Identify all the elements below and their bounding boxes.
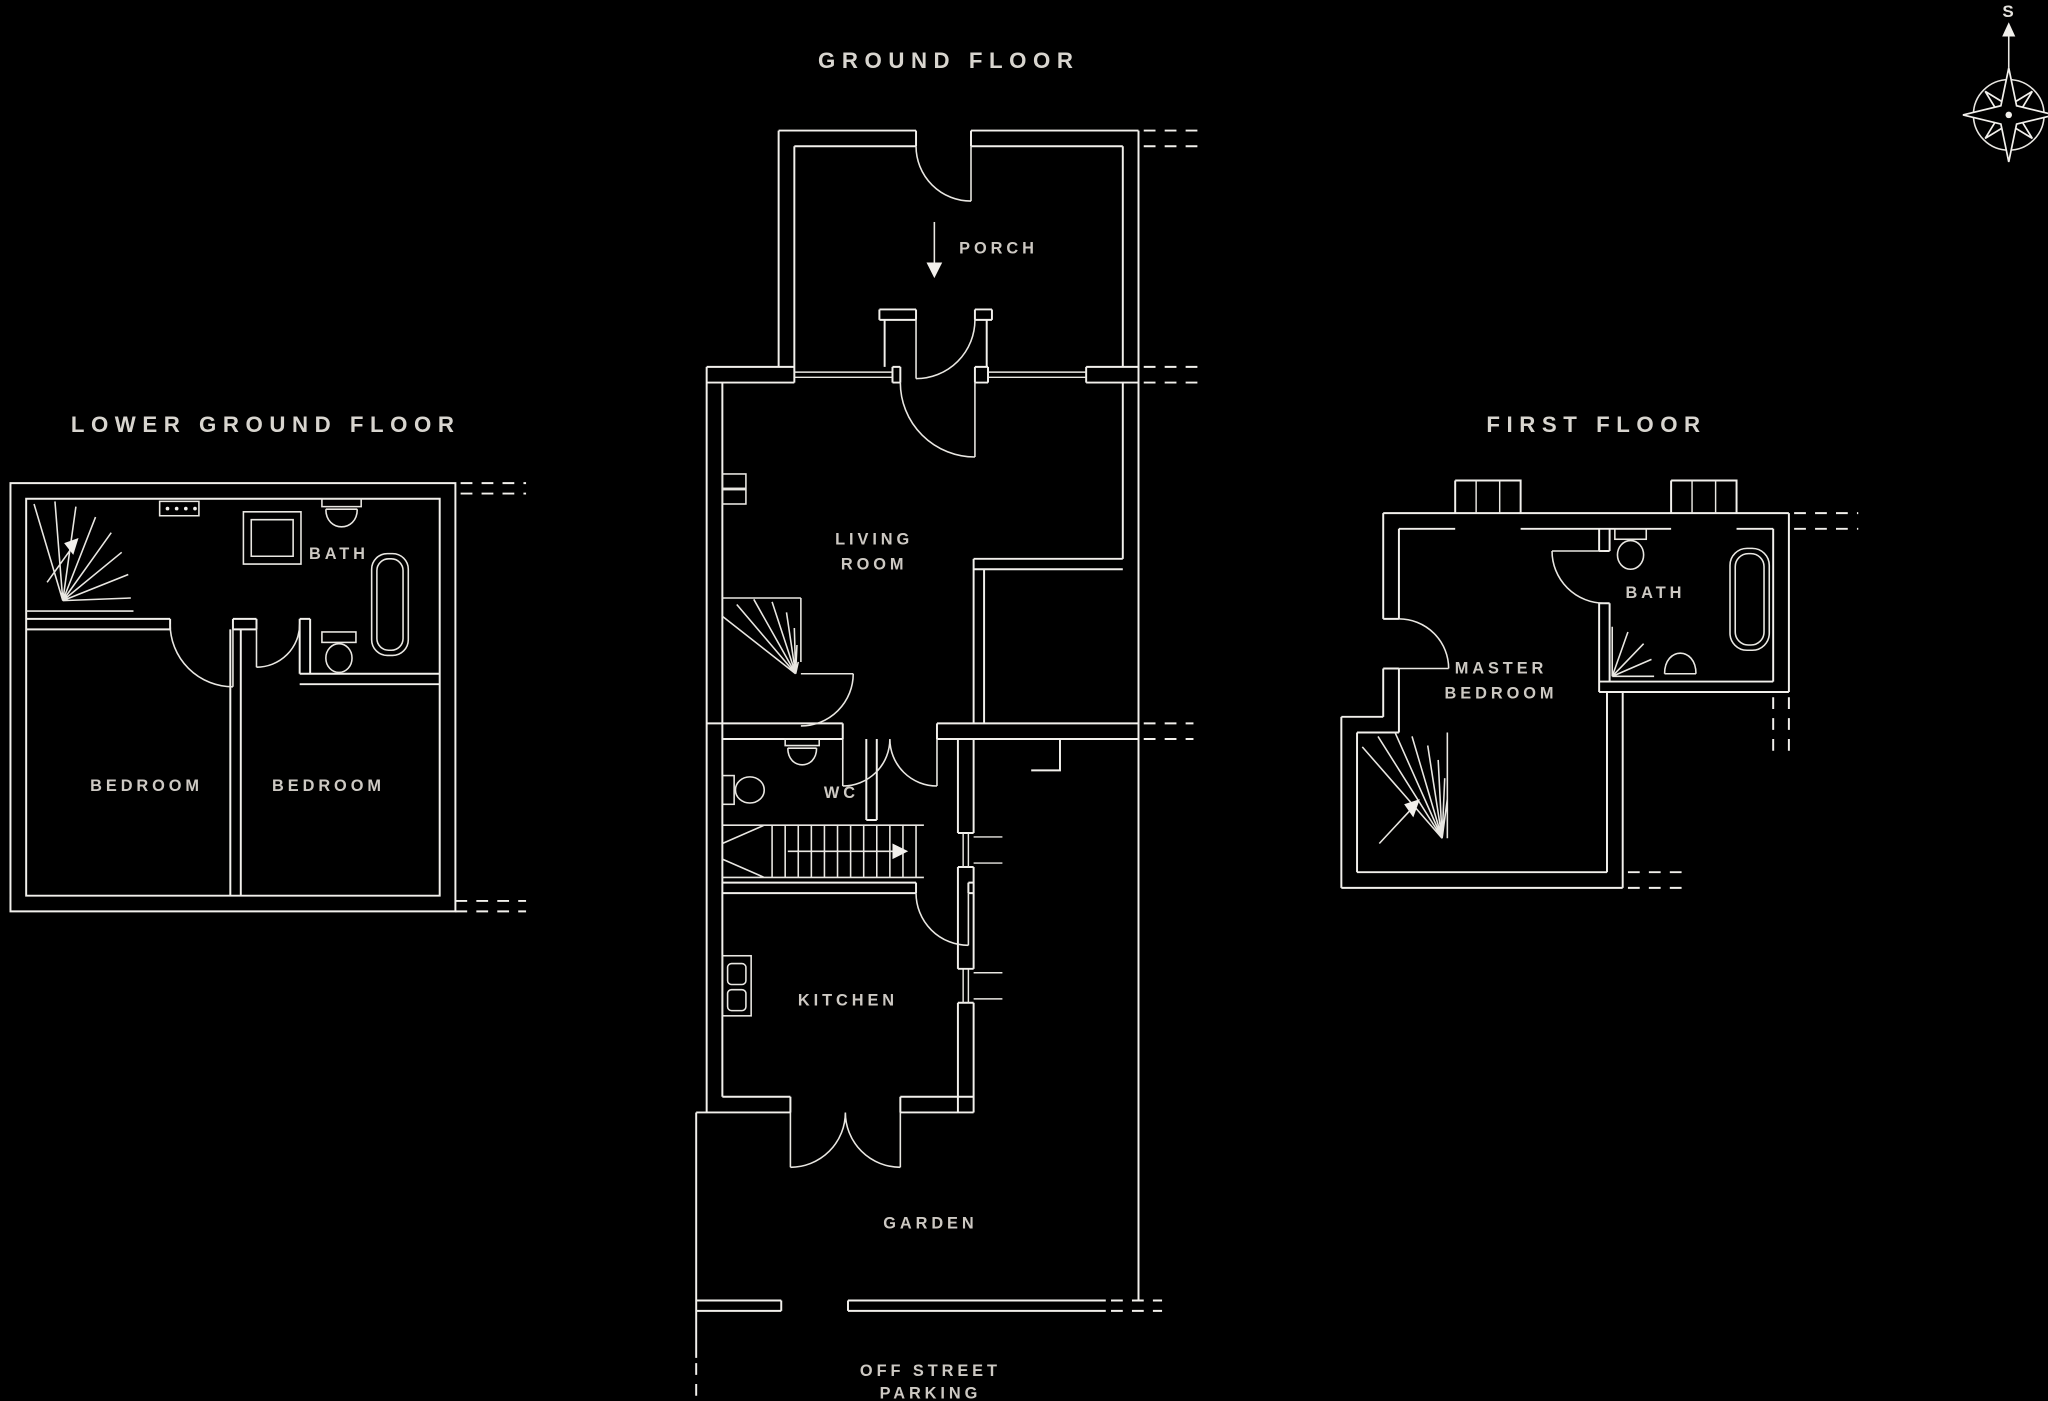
first-floor-walls xyxy=(1340,479,1790,889)
bathtub-icon xyxy=(1729,547,1771,652)
ground-floor-title: GROUND FLOOR xyxy=(818,48,1079,73)
compass-arrowhead xyxy=(2002,22,2016,37)
label-master-line2: BEDROOM xyxy=(1445,685,1558,703)
fireplace-flue-icon xyxy=(721,473,747,505)
label-porch: PORCH xyxy=(959,239,1038,257)
ground-floor-plan: GROUND FLOOR xyxy=(695,48,1198,1401)
ground-floor-walls xyxy=(695,129,1140,1358)
toilet-icon xyxy=(1614,528,1648,571)
stair-direction-arrowhead xyxy=(892,843,909,860)
stair-direction-arrowhead xyxy=(1404,799,1420,818)
door-arcs xyxy=(169,624,301,688)
label-bath-lower: BATH xyxy=(309,545,369,563)
lower-ground-party-wall-dashed xyxy=(455,482,527,913)
spiral-stairs-icon xyxy=(1361,732,1449,845)
first-floor-plan: FIRST FLOOR MASTER BEDROOM BATH xyxy=(1340,412,1859,889)
staircase-icon xyxy=(26,501,134,612)
label-parking-line2: PARKING xyxy=(880,1384,982,1401)
label-living-line2: ROOM xyxy=(841,555,908,573)
label-kitchen: KITCHEN xyxy=(798,991,898,1009)
label-bath-first: BATH xyxy=(1625,584,1685,602)
toilet-icon xyxy=(321,631,357,674)
toilet-icon xyxy=(721,774,766,806)
compass-south-label: S xyxy=(2002,2,2015,21)
door-arcs xyxy=(1398,550,1605,670)
vent-strip-icon xyxy=(158,500,200,517)
sink-icon xyxy=(784,738,820,766)
sink-icon xyxy=(1663,652,1697,675)
entrance-arrowhead xyxy=(926,262,943,279)
windows xyxy=(794,371,1087,1003)
spiral-stairs-icon xyxy=(721,597,802,675)
windows xyxy=(1475,480,1717,514)
bathtub-icon xyxy=(370,552,410,657)
label-parking-line1: OFF STREET xyxy=(860,1362,1001,1380)
label-master-line1: MASTER xyxy=(1455,660,1548,678)
compass-center-dot xyxy=(2005,111,2013,119)
label-bedroom-left: BEDROOM xyxy=(90,777,203,795)
first-floor-title: FIRST FLOOR xyxy=(1486,412,1706,437)
lower-ground-floor-title: LOWER GROUND FLOOR xyxy=(71,412,461,437)
door-arcs xyxy=(789,146,976,1169)
shower-cubicle-icon xyxy=(242,511,302,565)
lower-ground-floor-plan: LOWER GROUND FLOOR BATH BEDR xyxy=(9,412,527,913)
label-garden: GARDEN xyxy=(883,1215,977,1233)
shower-icon xyxy=(1611,626,1655,678)
lower-ground-walls xyxy=(9,482,457,913)
kitchen-sink-icon xyxy=(721,954,752,1017)
compass-rose: S xyxy=(1962,2,2048,163)
label-living-line1: LIVING xyxy=(835,530,913,548)
first-party-wall-dashed xyxy=(1627,512,1859,889)
label-bedroom-right: BEDROOM xyxy=(272,777,385,795)
stair-direction-arrowhead xyxy=(64,537,79,555)
label-wc: WC xyxy=(824,784,859,802)
ground-party-wall-dashed xyxy=(695,129,1198,1401)
main-staircase-icon xyxy=(722,824,924,879)
sink-icon xyxy=(321,497,362,528)
entrance-arrow xyxy=(926,221,943,279)
